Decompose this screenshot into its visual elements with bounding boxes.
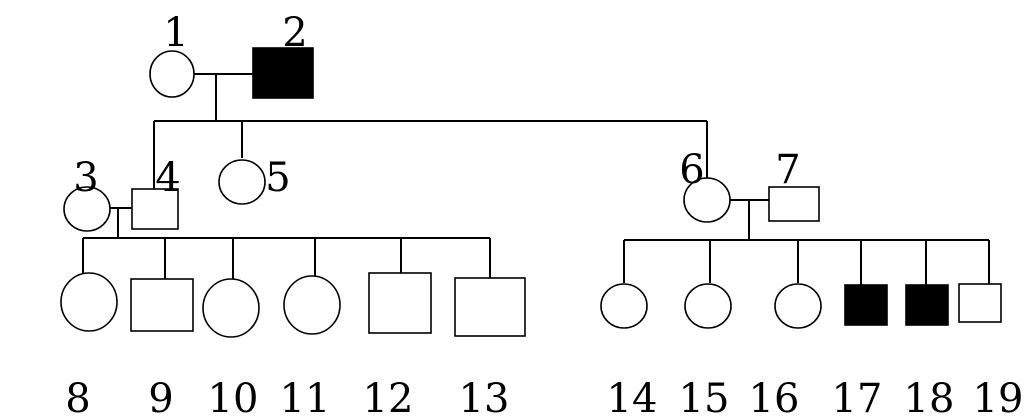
- individual-label-13: 13: [459, 376, 510, 419]
- individual-label-3: 3: [73, 155, 98, 201]
- individual-label-2: 2: [282, 10, 307, 56]
- female-symbol-15: [684, 283, 732, 329]
- individual-label-14: 14: [607, 376, 658, 419]
- male-symbol-4: [131, 188, 179, 230]
- individual-label-6: 6: [679, 147, 704, 193]
- female-symbol-11: [283, 275, 341, 335]
- individual-label-15: 15: [679, 376, 730, 419]
- individual-label-8: 8: [65, 376, 90, 419]
- male-symbol-7: [768, 186, 820, 222]
- individual-label-7: 7: [775, 147, 800, 193]
- pedigree-lines: [82, 73, 990, 285]
- individual-label-19: 19: [973, 376, 1024, 419]
- individual-label-17: 17: [832, 376, 883, 419]
- individual-label-11: 11: [280, 376, 331, 419]
- female-symbol-1: [149, 50, 195, 98]
- female-symbol-3: [63, 186, 111, 232]
- male-symbol-19: [958, 283, 1002, 323]
- male-symbol-9: [130, 278, 194, 332]
- individual-label-18: 18: [904, 376, 955, 419]
- female-symbol-14: [600, 283, 648, 329]
- individual-label-12: 12: [363, 376, 414, 419]
- female-symbol-10: [202, 278, 260, 338]
- female-symbol-5: [218, 159, 266, 205]
- male-symbol-17: [844, 284, 888, 326]
- male-symbol-18: [905, 284, 949, 326]
- individual-label-1: 1: [163, 10, 188, 56]
- female-symbol-6: [683, 177, 731, 223]
- pedigree-symbols: [60, 47, 1002, 338]
- male-symbol-13: [454, 277, 526, 337]
- individual-label-10: 10: [208, 376, 259, 419]
- male-symbol-12: [368, 272, 432, 334]
- female-symbol-8: [60, 272, 118, 332]
- individual-label-4: 4: [155, 155, 180, 201]
- individual-label-16: 16: [749, 376, 800, 419]
- male-symbol-2: [252, 47, 314, 99]
- female-symbol-16: [774, 283, 822, 329]
- individual-label-9: 9: [148, 376, 173, 419]
- individual-label-5: 5: [265, 155, 290, 201]
